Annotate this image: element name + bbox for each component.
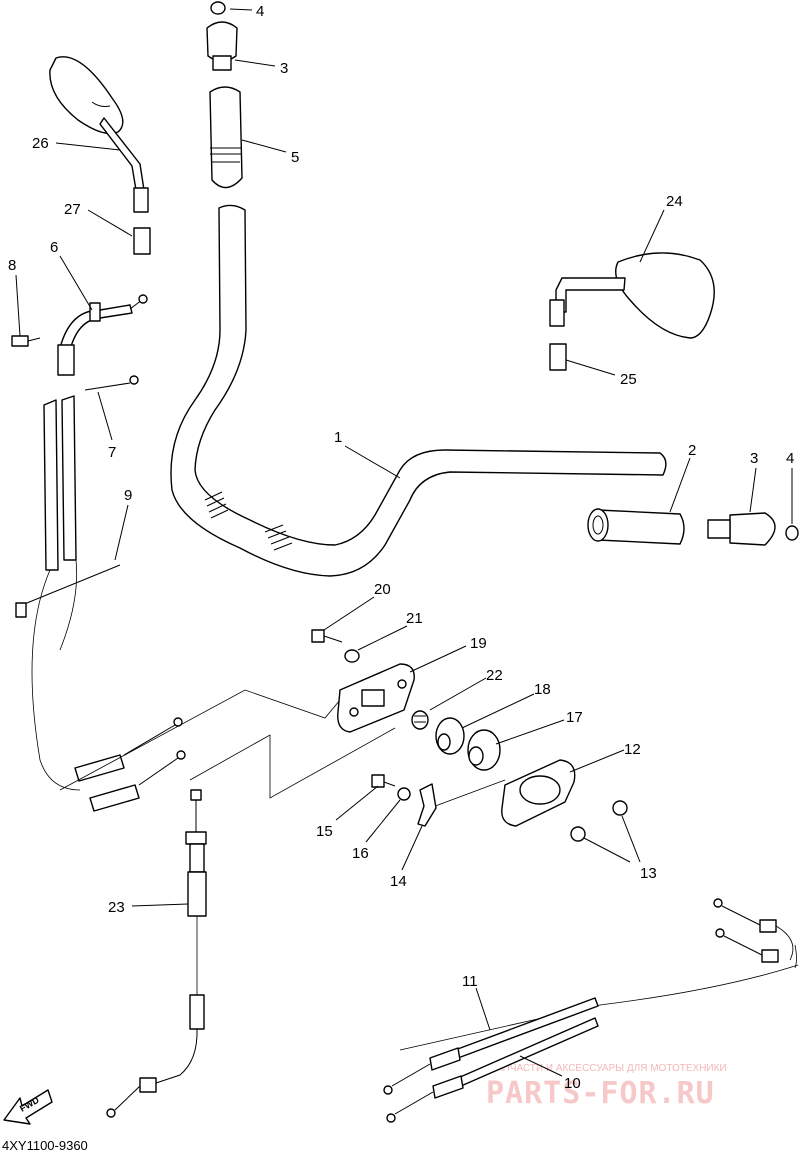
callout-15: 15 — [316, 823, 333, 840]
callout-7: 7 — [108, 444, 116, 461]
callout-23: 23 — [108, 899, 125, 916]
right-mirror — [549, 252, 715, 371]
callout-25: 25 — [620, 371, 637, 388]
bolt-15 — [371, 774, 396, 788]
callout-3-top: 3 — [280, 60, 288, 77]
bar-end-weight-right — [707, 512, 799, 546]
callout-19: 19 — [470, 635, 487, 652]
callout-9: 9 — [124, 487, 132, 504]
callout-12: 12 — [624, 741, 641, 758]
callout-16: 16 — [352, 845, 369, 862]
diagram-code: 4XY1100-9360 — [2, 1138, 88, 1153]
right-grip — [587, 508, 685, 545]
callout-17: 17 — [566, 709, 583, 726]
pulley-18 — [435, 717, 465, 755]
watermark-brand: PARTS-FOR.RU — [486, 1076, 715, 1111]
callout-13: 13 — [640, 865, 657, 882]
callout-4-top: 4 — [256, 3, 264, 20]
callout-5: 5 — [291, 149, 299, 166]
washer-16 — [397, 787, 411, 801]
fwd-arrow-icon: FWD — [3, 1089, 53, 1125]
assembly-lines — [59, 689, 799, 1051]
callout-labels: 4 3 5 26 27 8 6 7 9 24 25 1 2 3 4 20 21 … — [8, 3, 794, 1092]
clamp-14 — [417, 783, 437, 827]
left-mirror — [49, 56, 151, 255]
lower-right-cables — [383, 898, 794, 1123]
callout-20: 20 — [374, 581, 391, 598]
left-grip — [209, 86, 243, 189]
washer-21 — [344, 649, 360, 663]
callout-22: 22 — [486, 667, 503, 684]
nuts-13 — [570, 800, 628, 842]
callout-26: 26 — [32, 135, 49, 152]
callout-14: 14 — [390, 873, 407, 890]
mid-cable-ends — [74, 717, 186, 812]
throttle-cable — [106, 789, 207, 1118]
callout-11: 11 — [462, 973, 478, 990]
callout-2: 2 — [688, 442, 696, 459]
callout-27: 27 — [64, 201, 81, 218]
callout-10: 10 — [564, 1075, 581, 1092]
watermark-subtitle: ЗАПЧАСТИ И АКСЕССУАРЫ ДЛЯ МОТОТЕХНИКИ — [490, 1063, 727, 1074]
handlebar — [170, 204, 667, 577]
callout-3-right: 3 — [750, 450, 758, 467]
switch-housing-lower — [501, 759, 576, 827]
bolt-20 — [311, 629, 343, 643]
callout-8: 8 — [8, 257, 16, 274]
watermark: ЗАПЧАСТИ И АКСЕССУАРЫ ДЛЯ МОТОТЕХНИКИ PA… — [486, 1063, 727, 1111]
pulley-17 — [467, 729, 501, 771]
callout-4-right: 4 — [786, 450, 794, 467]
spring-22 — [411, 710, 429, 730]
callout-21: 21 — [406, 610, 423, 627]
callout-1: 1 — [334, 429, 342, 446]
bar-end-weight-top — [206, 1, 238, 71]
left-cable-assembly — [11, 294, 148, 791]
switch-housing-upper — [337, 663, 415, 733]
callout-18: 18 — [534, 681, 551, 698]
callout-6: 6 — [50, 239, 58, 256]
leader-lines — [15, 8, 793, 1077]
callout-24: 24 — [666, 193, 683, 210]
